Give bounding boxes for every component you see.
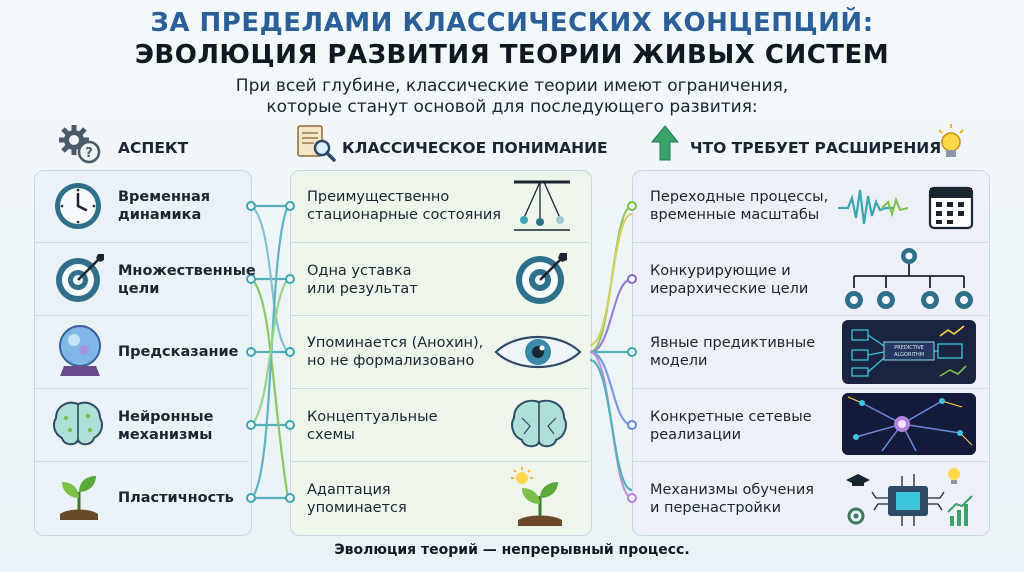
classic-text-line1: Адаптация <box>307 482 391 498</box>
aspect-label-line2: механизмы <box>118 427 213 443</box>
classic-text-3: Упоминается (Анохин), но не формализовано <box>307 334 483 370</box>
classic-text-line1: Упоминается (Анохин), <box>307 335 484 351</box>
classic-text-1: Преимущественно стационарные состояния <box>307 188 501 224</box>
classic-text-line2: упоминается <box>307 500 407 516</box>
extension-text-line1: Механизмы обучения <box>650 482 815 498</box>
column-header-classic: КЛАССИЧЕСКОЕ ПОНИМАНИЕ <box>342 139 608 157</box>
sprout-icon <box>60 476 98 520</box>
classic-text-4: Концептуальные схемы <box>307 408 438 444</box>
footer-note: Эволюция теорий — непрерывный процесс. <box>334 542 690 558</box>
aspect-label-4: Нейронные механизмы <box>118 408 213 444</box>
brain-icon <box>53 401 103 446</box>
target-icon <box>56 254 104 302</box>
predictive-label: PREDICTIVE <box>894 345 924 351</box>
extension-text-line2: реализации <box>650 427 742 443</box>
aspect-label-line1: Временная <box>118 189 211 205</box>
extension-text-2: Конкурирующие и иерархические цели <box>650 262 808 298</box>
pendulum-icon <box>514 180 570 231</box>
eye-icon <box>494 336 582 368</box>
aspect-label-line2: динамика <box>118 207 202 223</box>
neuron-network-icon <box>842 393 976 455</box>
classic-text-line1: Преимущественно <box>307 189 450 205</box>
subtitle: При всей глубине, классические теории им… <box>212 76 812 118</box>
predictive-algorithm-icon: PREDICTIVE ALGORITHM <box>842 320 976 384</box>
extension-text-line1: Переходные процессы, <box>650 189 829 205</box>
classic-text-line1: Концептуальные <box>307 409 438 425</box>
extension-text-line2: модели <box>650 353 708 369</box>
row-divider <box>291 388 589 389</box>
waveform-calendar-icon <box>838 186 974 230</box>
extension-text-5: Механизмы обучения и перенастройки <box>650 481 814 517</box>
clock-icon <box>55 183 101 229</box>
extension-text-line1: Конкурирующие и <box>650 263 791 279</box>
extension-text-1: Переходные процессы, временные масштабы <box>650 188 828 224</box>
row-divider <box>291 315 589 316</box>
svg-text:?: ? <box>85 146 93 161</box>
classic-text-line2: схемы <box>307 427 355 443</box>
classic-text-5: Адаптация упоминается <box>307 481 407 517</box>
column-header-aspect: АСПЕКТ <box>118 139 189 157</box>
aspect-label-5: Пластичность <box>118 490 234 506</box>
row-divider <box>35 242 249 243</box>
aspect-label-line2: цели <box>118 281 160 297</box>
goal-hierarchy-icon <box>845 248 973 309</box>
row-divider <box>633 461 987 462</box>
scroll-magnifier-icon <box>297 125 336 162</box>
extension-text-line2: временные масштабы <box>650 207 820 223</box>
extension-text-line2: и перенастройки <box>650 500 782 516</box>
extension-text-line2: иерархические цели <box>650 281 809 297</box>
row-divider <box>633 315 987 316</box>
subtitle-line2: которые станут основой для последующего … <box>266 97 758 117</box>
row-divider <box>35 315 249 316</box>
classic-text-2: Одна уставка или результат <box>307 262 418 298</box>
aspect-label-line1: Множественные <box>118 263 256 279</box>
row-divider <box>633 242 987 243</box>
classic-text-line2: стационарные состояния <box>307 207 501 223</box>
target-icon <box>516 253 567 304</box>
brain-icon <box>511 399 567 448</box>
learning-chip-icon <box>846 468 973 526</box>
row-divider <box>35 388 249 389</box>
extension-text-4: Конкретные сетевые реализации <box>650 408 812 444</box>
row-divider <box>291 242 589 243</box>
aspect-label-2: Множественные цели <box>118 262 256 298</box>
column-header-extension: ЧТО ТРЕБУЕТ РАСШИРЕНИЯ <box>690 139 942 157</box>
row-divider <box>633 388 987 389</box>
arrow-up-icon <box>650 125 680 161</box>
extension-text-line1: Конкретные сетевые <box>650 409 812 425</box>
classic-text-line2: или результат <box>307 281 418 297</box>
aspect-label-3: Предсказание <box>118 344 239 360</box>
algorithm-label: ALGORITHM <box>894 352 924 358</box>
extension-text-line1: Явные предиктивные <box>650 335 816 351</box>
row-divider <box>291 461 589 462</box>
sprout-sun-icon <box>511 467 562 526</box>
classic-text-line2: но не формализовано <box>307 353 475 369</box>
gear-question-icon: ? <box>59 125 101 164</box>
subtitle-line1: При всей глубине, классические теории им… <box>235 76 789 96</box>
row-divider <box>35 461 249 462</box>
aspect-label-1: Временная динамика <box>118 188 210 224</box>
title-line1: ЗА ПРЕДЕЛАМИ КЛАССИЧЕСКИХ КОНЦЕПЦИЙ: <box>150 8 874 38</box>
classic-text-line1: Одна уставка <box>307 263 412 279</box>
extension-text-3: Явные предиктивные модели <box>650 334 815 370</box>
aspect-label-line1: Нейронные <box>118 409 214 425</box>
crystal-ball-icon <box>59 325 101 376</box>
lightbulb-icon <box>938 124 964 157</box>
title-line2: ЭВОЛЮЦИЯ РАЗВИТИЯ ТЕОРИИ ЖИВЫХ СИСТЕМ <box>134 40 890 70</box>
